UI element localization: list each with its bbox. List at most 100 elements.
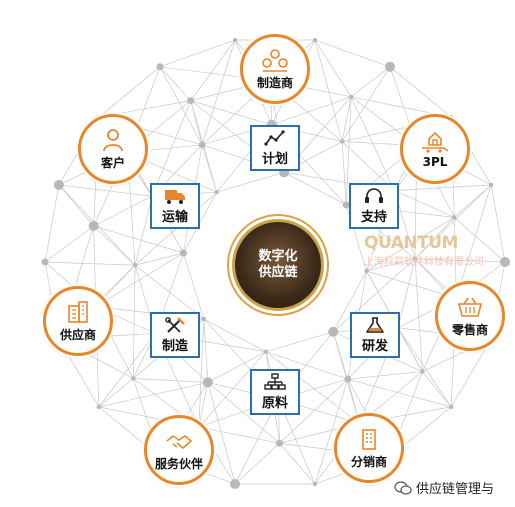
warehouse-truck-icon (422, 131, 449, 153)
network-dot (96, 404, 102, 410)
network-dot (202, 377, 213, 388)
network-dot (198, 141, 206, 149)
network-line (490, 184, 506, 263)
network-line (350, 96, 395, 191)
node-supplier[interactable]: 供应商 (43, 286, 113, 356)
network-dot (412, 256, 418, 261)
footer-account: 供应链管理与 (394, 478, 494, 497)
network-line (271, 96, 352, 126)
node-3pl[interactable]: 3PL (400, 114, 470, 184)
org-chart-icon (264, 373, 286, 390)
person-icon (103, 128, 123, 151)
network-line (98, 378, 134, 408)
node-manufacturer-label: 制造商 (256, 75, 293, 90)
node-manufacturer[interactable]: 制造商 (240, 34, 310, 104)
network-dot (88, 220, 99, 231)
network-dot (488, 182, 494, 188)
network-line (454, 184, 492, 218)
network-dot (131, 376, 136, 381)
network-line (132, 265, 136, 379)
network-line (159, 66, 191, 101)
node-partner[interactable]: 服务伙伴 (144, 415, 214, 485)
network-dot (201, 316, 206, 322)
network-line (454, 217, 506, 263)
network-line (98, 382, 208, 408)
network-dot (448, 404, 454, 410)
network-line (198, 319, 205, 428)
network-line (265, 331, 334, 353)
network-line (134, 264, 204, 320)
network-line (134, 196, 153, 266)
footer-text: 供应链管理与 (416, 482, 495, 497)
network-dot (385, 61, 395, 72)
network-line (44, 225, 94, 263)
network-line (207, 351, 266, 383)
network-line (134, 252, 184, 266)
factory-gears-icon (262, 48, 288, 72)
network-line (394, 190, 455, 218)
network-line (450, 338, 492, 408)
box-material[interactable]: 原料 (250, 369, 300, 415)
network-line (414, 217, 455, 260)
node-retailer[interactable]: 零售商 (435, 281, 505, 351)
node-3pl-label: 3PL (422, 155, 448, 169)
network-line (414, 258, 506, 263)
network-dot (420, 369, 425, 374)
network-line (203, 318, 266, 353)
network-line (314, 379, 349, 485)
watermark-company: 上海科箭软件科技有限公司 (364, 257, 484, 268)
network-dot (179, 249, 187, 257)
network-line (201, 144, 218, 193)
center-hub[interactable]: 数字化 供应链 (232, 219, 324, 311)
network-dot (263, 349, 269, 354)
node-supplier-label: 供应商 (59, 327, 96, 342)
network-line (265, 351, 360, 424)
node-distributor-label: 分销商 (350, 454, 387, 469)
flask-icon (366, 317, 384, 333)
network-line (333, 258, 416, 333)
network-line (422, 371, 452, 408)
box-rnd[interactable]: 研发 (350, 312, 400, 358)
network-line (98, 66, 161, 118)
network-line (341, 141, 395, 191)
box-manufacturing-label: 制造 (161, 339, 188, 354)
network-line (347, 378, 452, 408)
network-line (216, 171, 285, 193)
network-line (183, 252, 205, 320)
network-line (93, 225, 136, 266)
network-dot (452, 215, 457, 220)
line-chart-icon (264, 130, 285, 146)
network-dot (230, 478, 241, 489)
box-transport-label: 运输 (161, 210, 188, 225)
network-line (389, 66, 452, 118)
building-icon (362, 428, 376, 450)
network-line (332, 331, 349, 380)
network-line (414, 258, 423, 372)
network-dot (312, 37, 318, 43)
network-line (397, 258, 416, 328)
network-line (198, 382, 209, 428)
network-line (284, 171, 347, 206)
network-line (314, 39, 343, 142)
box-transport[interactable]: 运输 (150, 183, 200, 229)
network-line (394, 184, 492, 191)
network-line (44, 184, 60, 263)
node-customer-label: 客户 (100, 155, 125, 170)
network-line (314, 39, 391, 68)
shopping-basket-icon (457, 297, 483, 317)
network-line (198, 351, 267, 428)
handshake-icon (166, 434, 192, 449)
network-line (44, 261, 136, 266)
network-dot (214, 190, 219, 195)
network-dot (156, 63, 164, 71)
node-distributor[interactable]: 分销商 (334, 413, 404, 483)
network-dot (342, 201, 350, 209)
watermark: QUANTUM 上海科箭软件科技有限公司 (364, 233, 484, 268)
box-support[interactable]: 支持 (349, 183, 399, 229)
network-line (347, 371, 423, 380)
box-manufacturing[interactable]: 制造 (150, 312, 200, 358)
network-line (455, 184, 492, 299)
node-customer[interactable]: 客户 (78, 114, 148, 184)
network-line (190, 39, 236, 101)
box-plan[interactable]: 计划 (250, 125, 300, 171)
